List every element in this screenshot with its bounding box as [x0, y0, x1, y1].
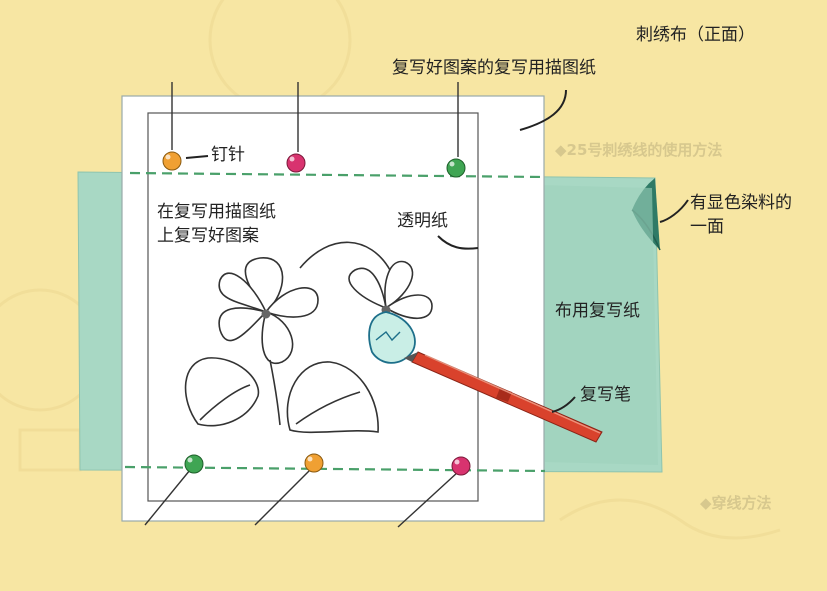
traced-petal — [368, 311, 416, 364]
label-trace-on-paper-2: 上复写好图案 — [157, 226, 259, 246]
label-tracing-pen: 复写笔 — [580, 385, 631, 405]
leader-lines — [185, 89, 689, 413]
svg-text:◆25号刺绣线的使用方法: ◆25号刺绣线的使用方法 — [555, 141, 722, 159]
leaf-icon — [184, 357, 260, 427]
label-dyed-side-2: 一面 — [690, 217, 724, 237]
dashed-line-top — [129, 171, 546, 179]
label-trace-on-paper-1: 在复写用描图纸 — [157, 202, 276, 222]
pin-icon — [184, 454, 204, 474]
label-dyed-side-1: 有显色染料的 — [690, 193, 792, 213]
pin-icon — [286, 153, 306, 173]
pin-icon — [162, 151, 182, 171]
pin-icon — [304, 453, 324, 473]
label-pin: 钉针 — [211, 145, 245, 165]
label-carbon-paper: 布用复写纸 — [555, 301, 640, 321]
label-transparent-paper: 透明纸 — [397, 211, 448, 231]
label-traced-paper: 复写好图案的复写用描图纸 — [392, 58, 596, 78]
label-fabric-front: 刺绣布（正面） — [636, 25, 755, 45]
carbon-paper — [540, 185, 658, 465]
pin-icon — [446, 158, 466, 178]
pin-icon — [451, 456, 471, 476]
pen-icon — [404, 351, 603, 443]
violet-flower-icon — [184, 241, 433, 434]
svg-text:◆穿线方法: ◆穿线方法 — [700, 494, 772, 512]
